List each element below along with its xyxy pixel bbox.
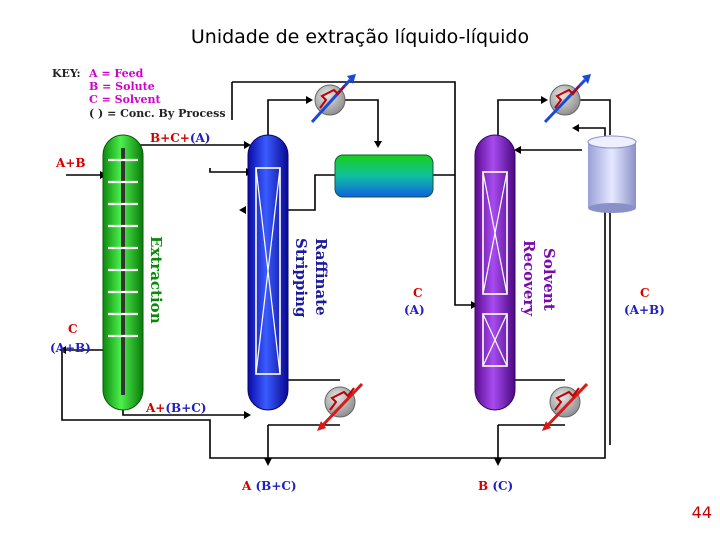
key-solvent: C = Solvent	[89, 93, 161, 106]
extraction-label: Extraction	[147, 236, 165, 324]
condenser-stripping	[310, 74, 356, 124]
solvent-label: Solvent	[540, 248, 558, 311]
key-conc: ( ) = Conc. By Process	[89, 107, 226, 120]
stripping-label: Stripping	[292, 238, 310, 318]
decanter-tank	[334, 154, 434, 198]
label-product-a: A (B+C)	[241, 479, 297, 493]
raffinate-label: Raffinate	[312, 238, 330, 316]
extraction-column: Extraction	[102, 134, 165, 411]
key-feed: A = Feed	[88, 67, 144, 80]
label-mid-paren: (A)	[404, 303, 425, 317]
key-solute: B = Solute	[89, 80, 155, 93]
slide-title: Unidade de extração líquido-líquido	[190, 26, 530, 48]
label-bottom-extraction: A+(B+C)	[145, 401, 206, 415]
recovery-column: Solvent Recovery	[474, 134, 558, 411]
label-top-extraction: B+C+(A)	[150, 131, 210, 145]
recovery-label: Recovery	[520, 240, 538, 317]
reboiler-recovery	[542, 382, 589, 431]
label-right-c: C	[640, 286, 650, 300]
label-recycle-paren: (A+B)	[50, 341, 91, 355]
reboiler-stripping	[317, 382, 364, 431]
legend-key: KEY: A = Feed B = Solute C = Solvent ( )…	[52, 67, 226, 120]
storage-drum	[587, 135, 637, 213]
label-product-b: B (C)	[478, 479, 513, 493]
stripping-column: Raffinate Stripping	[247, 134, 330, 411]
label-recycle-c: C	[68, 322, 78, 336]
label-mid-c: C	[413, 286, 423, 300]
label-right-paren: (A+B)	[624, 303, 665, 317]
key-heading: KEY:	[52, 67, 81, 80]
page-number: 44	[691, 503, 712, 522]
condenser-recovery	[543, 74, 591, 124]
label-feed-in: A+B	[55, 156, 86, 170]
